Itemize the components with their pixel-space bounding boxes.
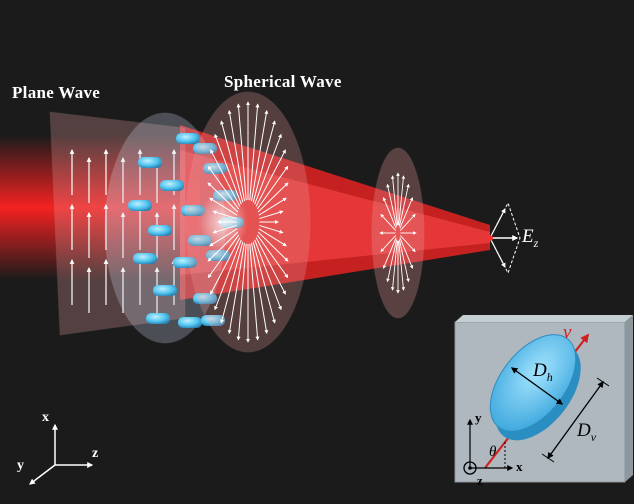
nanofin-pillar: [146, 313, 170, 324]
converging-wave-arrow: [390, 175, 398, 226]
spherical-wave-arrow: [236, 243, 247, 341]
spherical-wave-arrow: [220, 120, 244, 203]
converging-wave-arrow: [380, 235, 397, 253]
spherical-wave-arrow: [227, 109, 245, 202]
spherical-wave-arrow: [252, 241, 276, 324]
plane-wave-label: Plane Wave: [12, 83, 101, 102]
spherical-wave-arrow: [256, 165, 289, 210]
spherical-wave-arrow: [249, 103, 260, 201]
nanofin-pillar: [133, 253, 157, 264]
metalens-disc: [104, 112, 244, 344]
axis-y-label: y: [17, 458, 24, 473]
converging-wave-arrow: [398, 175, 406, 226]
converging-wave-arrow: [398, 183, 410, 227]
focal-point: [487, 201, 521, 275]
converging-wave-arrow: [399, 213, 416, 231]
nanofin-pillar: [181, 205, 205, 216]
converging-wave-arrow: [386, 239, 398, 283]
nanofin-pillar: [201, 315, 225, 326]
lens-glow: [198, 192, 248, 252]
spherical-wave-arrow: [257, 182, 289, 213]
nanofin-pillar: [193, 293, 217, 304]
inset-axis-z-label: z: [477, 473, 483, 488]
dv-sub: v: [590, 429, 597, 444]
spherical-wave-arrow: [214, 239, 242, 311]
axis-x-label: x: [42, 410, 49, 425]
dh-sub: h: [546, 369, 553, 384]
converging-wave-arrow: [390, 240, 398, 291]
dh-symbol: D: [533, 360, 547, 381]
nanofin-pillar: [138, 157, 162, 168]
spherical-wave-arrow: [236, 103, 247, 201]
spherical-wave-arrow: [214, 133, 242, 205]
inset-velocity-label: v: [563, 322, 572, 343]
spherical-wave-arrow: [257, 231, 289, 262]
spherical-wave-arrow: [227, 242, 245, 335]
converging-wave-arrow: [399, 235, 416, 253]
dv-symbol: D: [577, 420, 591, 441]
converging-wave-arrow: [398, 239, 410, 283]
nanofin-pillar: [206, 250, 230, 261]
nanofin-pillar: [148, 225, 172, 236]
nanofin-pillar: [178, 317, 202, 328]
nanofin-pillar: [160, 180, 184, 191]
converging-wave-arrow: [398, 240, 406, 291]
converging-wave-arrow: [386, 183, 398, 227]
inset-axis-x-label: x: [516, 459, 523, 474]
spherical-wave-arrow: [254, 239, 282, 311]
converging-wave-arrow: [382, 237, 397, 269]
spherical-wave-arrow: [256, 234, 289, 279]
converging-wave-disc: [371, 147, 425, 319]
inset-angle-label: θ: [489, 444, 497, 460]
converging-wave-arrow: [399, 197, 414, 229]
field-subscript: z: [533, 235, 539, 250]
inset-dv-label: Dv: [577, 420, 596, 445]
field-symbol: E: [522, 226, 534, 247]
inset-dh-label: Dh: [533, 360, 553, 385]
nanofin-pillar: [173, 257, 197, 268]
inset-axis-y-label: y: [475, 410, 482, 425]
unit-cell-inset: [454, 315, 633, 483]
spherical-wave-arrow: [251, 109, 269, 202]
spherical-wave-arrow: [251, 242, 269, 335]
nanofin-pillar: [176, 133, 200, 144]
spherical-wave-disc: [185, 91, 311, 353]
field-label: Ez: [522, 226, 538, 251]
converging-wave-arrow: [380, 213, 397, 231]
converging-wave-arrow: [382, 197, 397, 229]
axis-z-label: z: [92, 446, 99, 461]
nanofin-pillar: [153, 285, 177, 296]
spherical-wave-arrow: [258, 228, 287, 247]
spherical-wave-arrow: [255, 237, 286, 295]
spherical-wave-arrow: [220, 241, 244, 324]
spherical-wave-arrow: [252, 120, 276, 203]
spherical-wave-arrow: [249, 243, 260, 341]
spherical-wave-label: Spherical Wave: [224, 72, 342, 91]
spherical-wave-arrow: [255, 149, 286, 207]
axes-triad: [29, 423, 94, 485]
spherical-wave-arrow: [259, 210, 284, 220]
nanofin-pillar: [128, 200, 152, 211]
converging-wave-arrow: [399, 237, 414, 269]
spherical-wave-arrow: [258, 197, 287, 216]
spherical-wave-arrow: [259, 224, 284, 234]
nanofin-pillar: [203, 163, 227, 174]
spherical-wave-arrow: [254, 133, 282, 205]
